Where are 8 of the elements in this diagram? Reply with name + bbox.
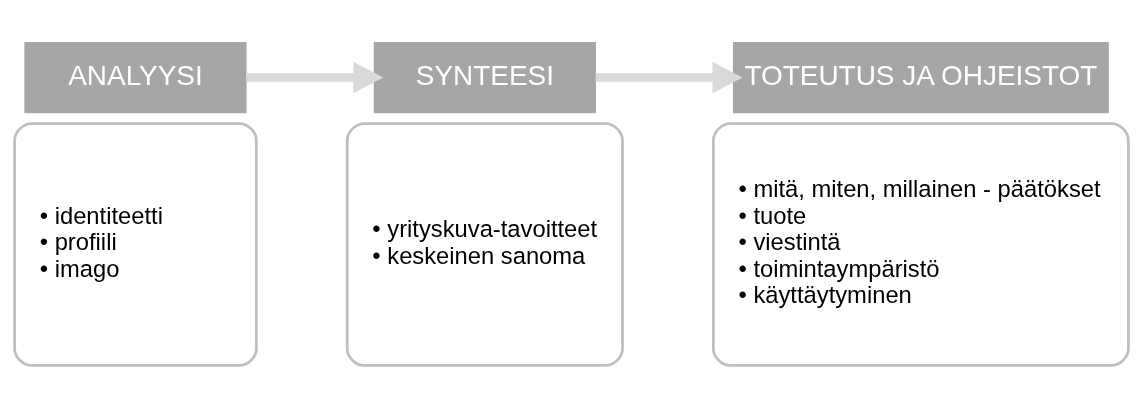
node-box: TOTEUTUS JA OHJEISTOT <box>732 41 1109 114</box>
arrow <box>246 61 384 94</box>
node-box: • identiteetti • profiili • imago <box>13 122 258 367</box>
node-box: • yrityskuva-tavoitteet • keskeinen sanoma <box>345 122 624 367</box>
node-box: • mitä, miten, millainen - päätökset • tuote • viestintä • toimintaympäristö • käyttäytyminen <box>711 122 1130 367</box>
node-box: SYNTEESI <box>373 41 596 114</box>
node-box: ANALYYSI <box>24 41 247 114</box>
arrow <box>595 61 743 94</box>
